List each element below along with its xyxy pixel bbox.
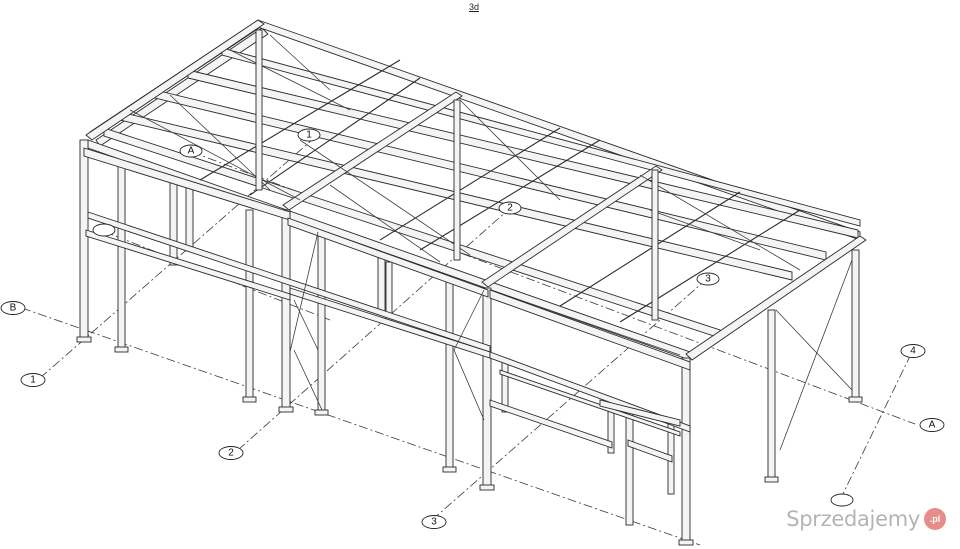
roof-tie	[199, 59, 401, 181]
column	[625, 409, 634, 526]
base-plate	[442, 466, 457, 473]
base-plates	[76, 336, 863, 546]
wall-brace	[779, 259, 853, 451]
roof-brace	[269, 34, 331, 91]
svg-text:1: 1	[306, 130, 312, 141]
svg-text:A: A	[929, 420, 936, 431]
roof-frame-1	[85, 19, 265, 141]
roof-brace	[229, 49, 351, 111]
grid-bubble-a-right: A	[919, 418, 945, 432]
column	[445, 279, 454, 471]
wall-brace	[453, 349, 485, 421]
column	[482, 287, 492, 489]
roof-brace	[459, 99, 561, 201]
grid-bubble-4: 4	[900, 344, 926, 358]
column	[651, 169, 659, 321]
base-plate	[764, 476, 779, 483]
roof-brace	[329, 184, 441, 263]
wall-girts	[83, 147, 691, 463]
svg-text:4: 4	[910, 346, 916, 357]
svg-text:3: 3	[431, 517, 437, 528]
grid-line-a	[191, 151, 916, 425]
column	[281, 209, 291, 411]
roof-tie	[379, 127, 561, 241]
column	[377, 257, 386, 314]
grid-bubble-1-bottom: 1	[20, 373, 46, 387]
base-plate	[278, 406, 294, 413]
wall-brace	[775, 309, 853, 391]
wall-girt	[489, 399, 613, 449]
base-plate	[114, 346, 129, 353]
wall-bracing	[289, 231, 853, 451]
column	[317, 231, 326, 413]
svg-text:2: 2	[507, 203, 513, 214]
column	[117, 164, 126, 351]
grid-line-b	[21, 307, 701, 546]
roof-brace	[299, 139, 471, 256]
grid-bubble-3-bottom: 3	[421, 515, 447, 529]
columns	[79, 29, 860, 544]
column	[169, 179, 178, 266]
svg-text:2: 2	[228, 448, 234, 459]
watermark-badge-icon: .pl	[924, 508, 946, 530]
lintel	[599, 399, 681, 427]
roof-bracing	[129, 34, 801, 356]
grid-bubble-3-top: 3	[696, 272, 720, 286]
grid-bubble-a: A	[179, 144, 203, 158]
grid-bubbles: A B A 1 2 3 4 1	[0, 128, 945, 529]
grid-bubble-blank-bottom	[830, 493, 854, 507]
wall-girt	[627, 439, 673, 463]
roof-brace	[519, 299, 681, 356]
wall-girt	[85, 229, 291, 301]
wall-brace	[289, 231, 319, 353]
base-plate	[678, 539, 694, 546]
column	[79, 139, 89, 341]
view-title: 3d	[468, 2, 479, 12]
column	[185, 185, 194, 252]
grid-line-3	[431, 277, 709, 521]
wall-brace	[293, 299, 319, 351]
roof-frame-2	[282, 91, 463, 211]
watermark: Sprzedajemy .pl	[786, 507, 946, 531]
grid-bubble-blank-left	[92, 223, 116, 237]
roof-brace	[649, 209, 761, 251]
grid-bubble-1-top: 1	[297, 128, 321, 142]
grid-bubble-2-top: 2	[498, 201, 522, 215]
svg-text:A: A	[188, 146, 195, 157]
wall-brace	[453, 289, 485, 351]
column	[767, 309, 776, 481]
watermark-text: Sprzedajemy	[786, 507, 920, 531]
roof-brace	[639, 174, 801, 271]
grid-line-4	[839, 351, 913, 501]
roof-brace	[169, 94, 271, 191]
column	[851, 249, 860, 401]
roof-tie	[619, 209, 801, 323]
roof-tie	[559, 191, 741, 307]
column	[453, 99, 461, 261]
base-plate	[848, 396, 863, 403]
grid-bubble-b: B	[0, 301, 26, 315]
svg-text:1: 1	[30, 375, 36, 386]
ridge-beam	[257, 19, 861, 241]
roof-tie	[249, 77, 421, 196]
grid-bubble-2-bottom: 2	[218, 446, 244, 460]
roof-frame-3	[481, 165, 663, 288]
roof-brace	[129, 109, 301, 201]
base-plate	[242, 396, 257, 403]
column	[681, 357, 691, 544]
wall-girt	[489, 289, 691, 371]
base-plate	[314, 409, 329, 416]
column	[245, 209, 254, 401]
base-plate	[479, 484, 495, 491]
svg-text:B: B	[10, 303, 17, 314]
wall-brace	[293, 349, 323, 411]
wall-girt	[499, 369, 681, 437]
grid-line-1	[39, 139, 313, 379]
wall-girt	[287, 217, 489, 298]
column	[255, 29, 263, 191]
roof-tie	[419, 139, 601, 251]
base-plate	[76, 336, 92, 343]
svg-text:3: 3	[705, 274, 711, 285]
